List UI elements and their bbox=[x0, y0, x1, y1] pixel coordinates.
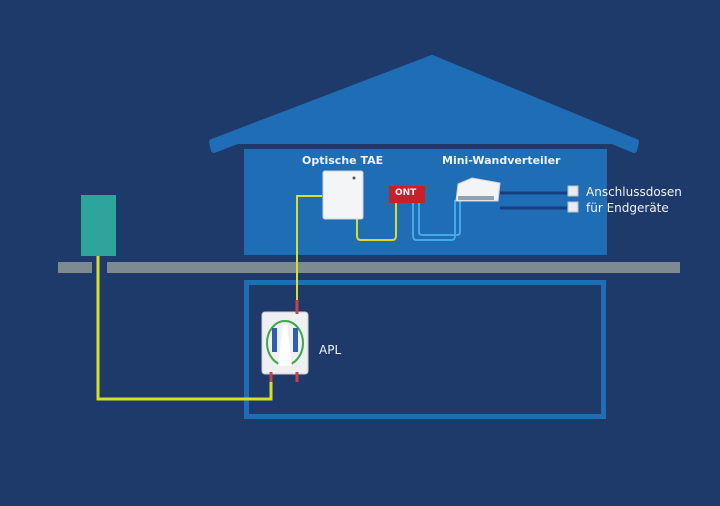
house-floor bbox=[244, 149, 607, 255]
ethernet-cable-2 bbox=[418, 200, 461, 236]
ground-line-right bbox=[107, 262, 680, 273]
ethernet-cable-1 bbox=[412, 200, 456, 241]
fiber-cable-outdoor bbox=[96, 256, 273, 401]
mini-distributor-label: Mini-Wandverteiler bbox=[442, 154, 561, 167]
apl-label: APL bbox=[319, 343, 342, 357]
outlet-2 bbox=[567, 201, 579, 213]
street-cabinet bbox=[81, 195, 116, 256]
fiber-cable-riser bbox=[296, 195, 322, 314]
optical-tae-device bbox=[322, 170, 364, 220]
fiber-patch-cable bbox=[356, 203, 397, 241]
house-roof-fill bbox=[236, 60, 630, 144]
outlets-label-line1: Anschlussdosen bbox=[586, 185, 682, 199]
ground-line-left bbox=[58, 262, 92, 273]
outlets-label-line2: für Endgeräte bbox=[586, 201, 669, 215]
apl-device bbox=[261, 300, 309, 382]
optical-tae-label: Optische TAE bbox=[302, 154, 384, 167]
ont-device bbox=[389, 186, 425, 203]
tae-led bbox=[352, 176, 356, 180]
mini-distributor-device bbox=[455, 177, 501, 202]
ont-label: ONT bbox=[395, 188, 417, 198]
outlet-1 bbox=[567, 185, 579, 197]
basement-outline bbox=[244, 280, 606, 419]
